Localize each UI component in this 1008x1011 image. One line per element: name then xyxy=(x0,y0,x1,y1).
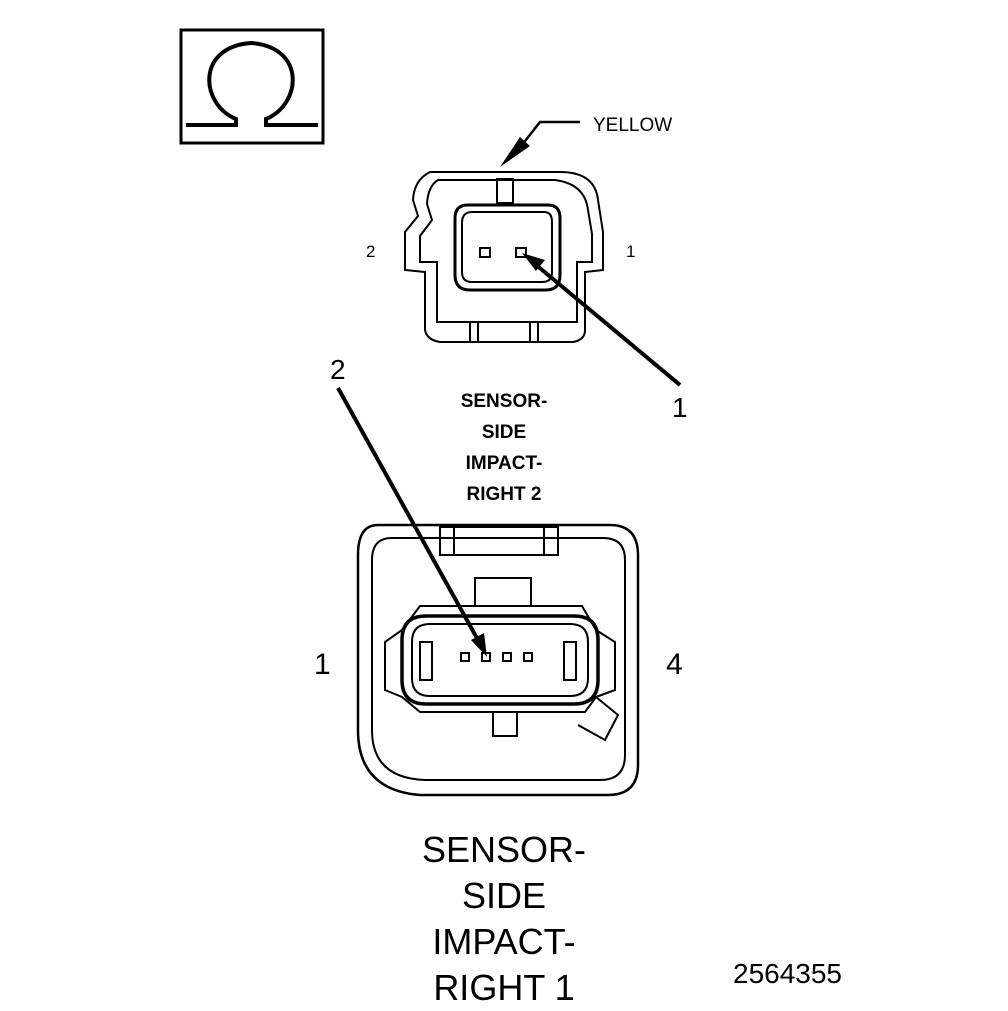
lower-title-line-2: SIDE xyxy=(461,875,547,916)
connector-4pin xyxy=(356,523,640,797)
upper-title-line-4: RIGHT 2 xyxy=(466,484,542,505)
lower-title-line-3: IMPACT- xyxy=(432,921,576,962)
connector-2pin xyxy=(404,171,604,343)
yellow-leader xyxy=(500,120,580,167)
wire-color-label: YELLOW xyxy=(593,115,673,136)
ohm-icon xyxy=(179,28,325,145)
callout-2-number: 2 xyxy=(330,354,346,385)
figure-number: 2564355 xyxy=(733,958,843,989)
upper-pin-label-right: 1 xyxy=(626,242,636,261)
upper-pin-label-left: 2 xyxy=(366,242,376,261)
upper-connector-title: SENSOR- SIDE IMPACT- RIGHT 2 xyxy=(404,386,604,510)
callout-2-leader xyxy=(336,387,487,657)
lower-title-line-4: RIGHT 1 xyxy=(433,967,575,1008)
lower-pin-label-left: 1 xyxy=(314,648,331,681)
lower-title-line-1: SENSOR- xyxy=(421,829,587,870)
callout-1-number: 1 xyxy=(672,392,688,423)
upper-title-line-3: IMPACT- xyxy=(465,453,543,474)
upper-title-line-2: SIDE xyxy=(481,422,527,443)
callout-1-leader xyxy=(522,253,682,387)
lower-connector-title: SENSOR- SIDE IMPACT- RIGHT 1 xyxy=(354,827,654,1011)
upper-title-line-1: SENSOR- xyxy=(460,391,548,412)
lower-pin-label-right: 4 xyxy=(666,648,683,681)
